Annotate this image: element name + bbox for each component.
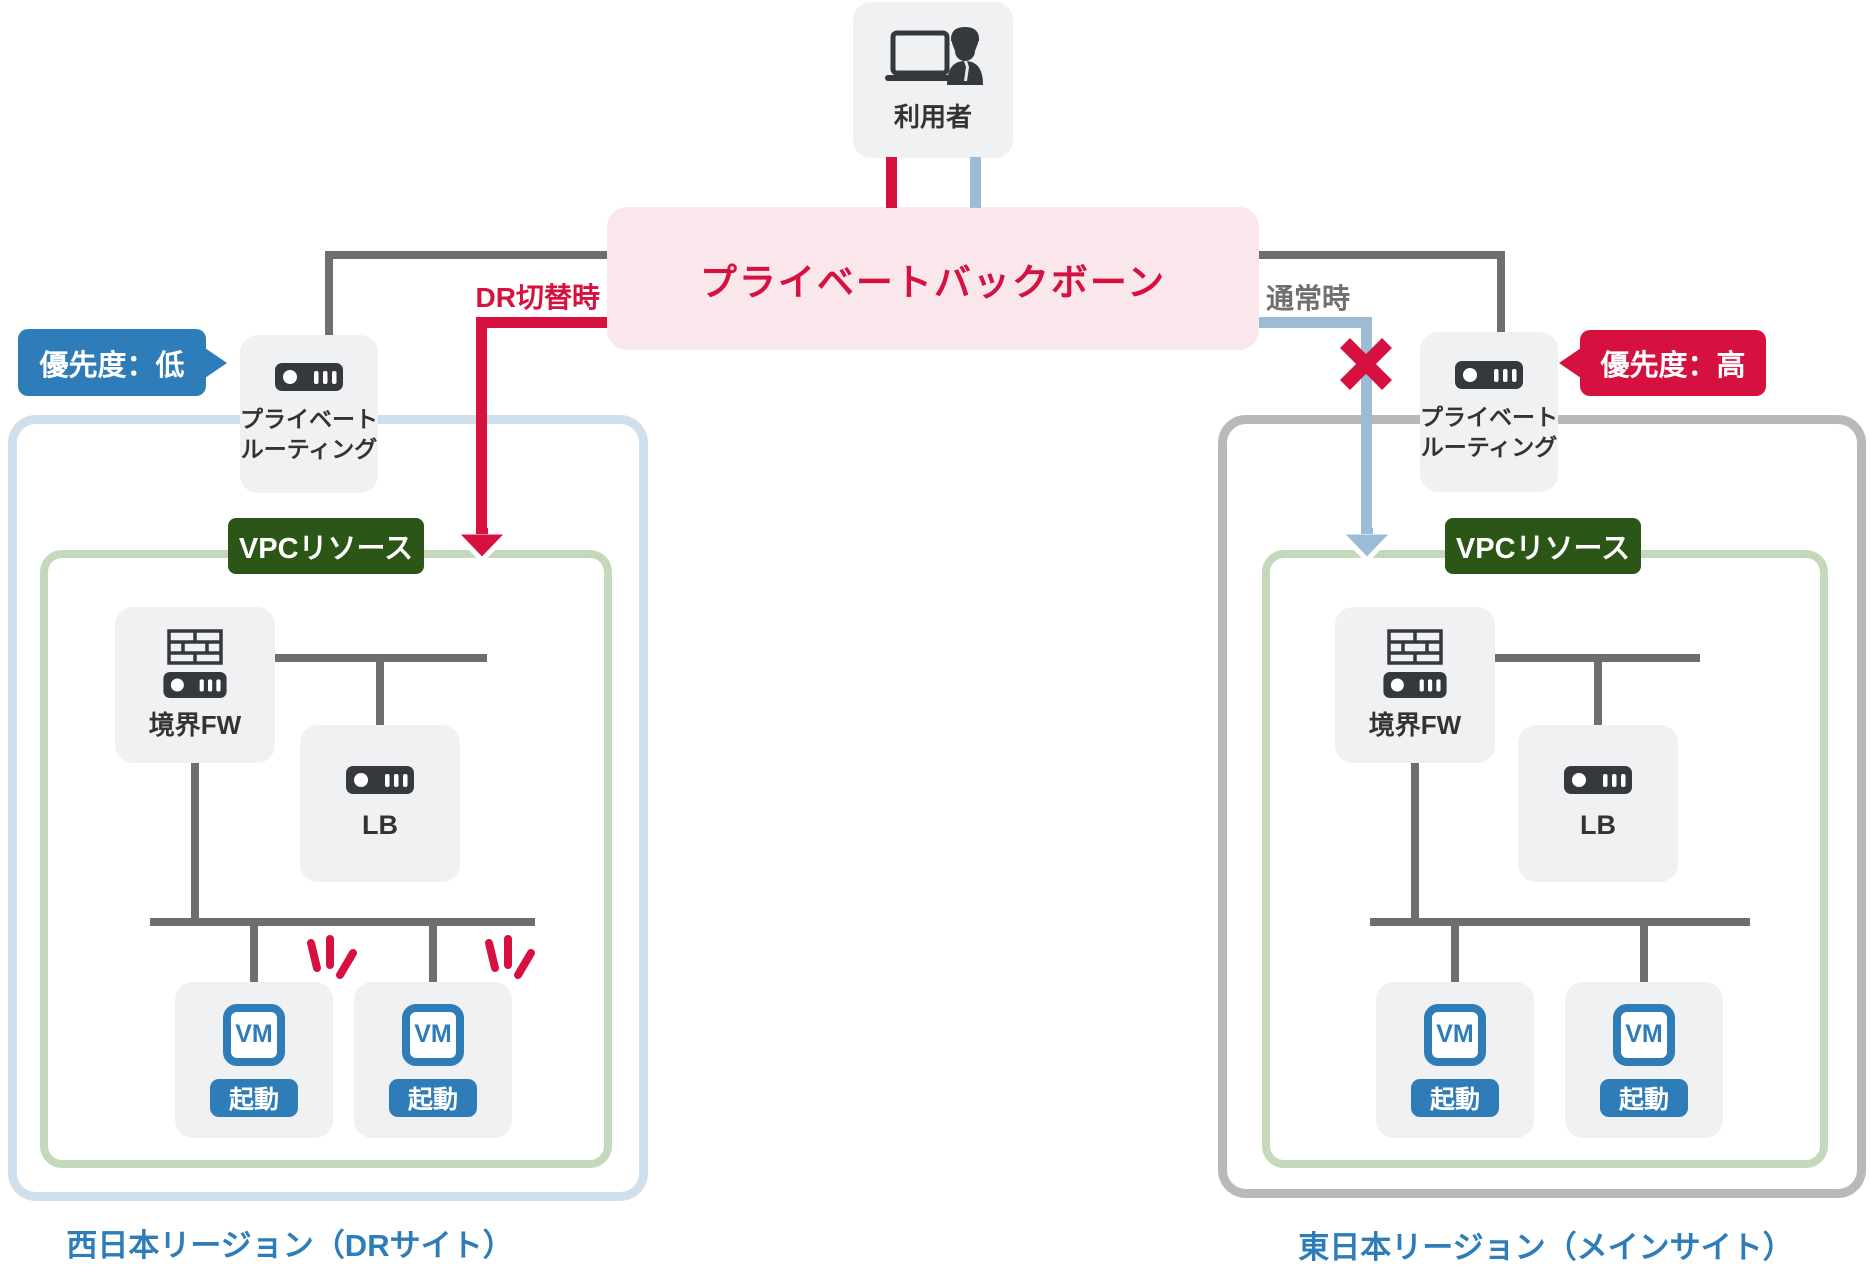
boot-badge-text: 起動 xyxy=(407,1085,458,1114)
west-vpc-label-text: VPCリソース xyxy=(238,533,414,565)
router-icon xyxy=(346,766,414,794)
burst-icon xyxy=(300,934,364,986)
backbone-to-east-router-line-v xyxy=(1497,251,1505,334)
west-vm1-node: VM 起動 xyxy=(175,982,333,1138)
west-vm2-node: VM 起動 xyxy=(354,982,512,1138)
west-router-label-line2: ルーティング xyxy=(240,436,378,462)
vm-icon-text: VM xyxy=(235,1020,273,1048)
west-private-routing-node: プライベート ルーティング xyxy=(240,335,378,493)
priority-badge-low: 優先度：低 xyxy=(18,329,227,396)
west-lb-node: LB xyxy=(300,725,460,882)
east-vm1-boot-badge: 起動 xyxy=(1411,1078,1499,1117)
user-to-backbone-dr-leg xyxy=(886,157,897,208)
west-firewall-label: 境界FW xyxy=(148,709,242,740)
user-to-backbone-normal-leg xyxy=(970,157,981,208)
vm-icon-text: VM xyxy=(414,1020,452,1048)
east-lb-node: LB xyxy=(1518,725,1678,882)
arrow-down-red-icon xyxy=(451,528,513,564)
dr-path-line-h xyxy=(476,317,607,328)
boot-badge-text: 起動 xyxy=(1429,1085,1480,1114)
east-lb-label: LB xyxy=(1580,810,1616,840)
vm-icon: VM xyxy=(402,1003,464,1066)
east-vpc-label: VPCリソース xyxy=(1445,518,1641,574)
east-router-label-line2: ルーティング xyxy=(1420,434,1558,460)
boot-badge-text: 起動 xyxy=(228,1085,279,1114)
west-region-label: 西日本リージョン（DRサイト） xyxy=(66,1228,514,1263)
vm-icon: VM xyxy=(1613,1003,1675,1066)
west-lb-label: LB xyxy=(362,810,398,840)
west-vm2-drop-line xyxy=(429,926,437,982)
east-vm1-drop-line xyxy=(1451,926,1459,982)
backbone-node: プライベートバックボーン xyxy=(607,207,1259,350)
west-lb-drop-line xyxy=(376,658,384,725)
router-icon xyxy=(1564,766,1632,794)
normal-path-line-v xyxy=(1361,317,1372,536)
west-vm1-drop-line xyxy=(250,926,258,982)
east-vm1-node: VM 起動 xyxy=(1376,982,1534,1138)
east-private-routing-node: プライベート ルーティング xyxy=(1420,332,1558,492)
east-fw-drop-line xyxy=(1411,763,1419,922)
east-bus-line xyxy=(1370,918,1750,926)
priority-low-label: 優先度：低 xyxy=(39,349,185,382)
east-lb-drop-line xyxy=(1594,658,1602,725)
east-vm2-drop-line xyxy=(1640,926,1648,982)
boot-badge-text: 起動 xyxy=(1618,1085,1669,1114)
dr-path-label: DR切替時 xyxy=(475,282,600,313)
dr-path-line-v xyxy=(476,317,487,536)
east-router-label-line1: プライベート xyxy=(1420,404,1558,431)
burst-icon xyxy=(478,934,542,986)
west-firewall-node: 境界FW xyxy=(115,607,275,763)
firewall-icon xyxy=(167,628,223,665)
west-vm2-boot-badge: 起動 xyxy=(389,1078,477,1117)
router-icon xyxy=(163,671,227,698)
west-bus-line xyxy=(150,918,535,926)
normal-path-label: 通常時 xyxy=(1266,283,1351,314)
router-icon xyxy=(1455,361,1523,390)
vm-icon-text: VM xyxy=(1436,1020,1474,1048)
user-label: 利用者 xyxy=(893,101,972,132)
backbone-label: プライベートバックボーン xyxy=(699,261,1167,303)
priority-high-label: 優先度：高 xyxy=(1600,350,1746,382)
x-mark-icon xyxy=(1338,336,1394,392)
east-vm2-boot-badge: 起動 xyxy=(1600,1078,1688,1117)
west-router-label-line1: プライベート xyxy=(240,406,378,433)
backbone-to-west-router-line-v xyxy=(325,251,333,337)
router-icon xyxy=(275,363,343,392)
vm-icon: VM xyxy=(223,1003,285,1066)
backbone-to-east-router-line-h xyxy=(1259,251,1505,259)
arrow-down-blue-icon xyxy=(1336,528,1398,564)
east-vpc-label-text: VPCリソース xyxy=(1455,533,1631,565)
east-firewall-label: 境界FW xyxy=(1368,709,1462,740)
east-vm2-node: VM 起動 xyxy=(1565,982,1723,1138)
west-fw-drop-line xyxy=(191,763,199,922)
west-vpc-label: VPCリソース xyxy=(228,518,424,574)
priority-badge-high: 優先度：高 xyxy=(1559,330,1766,396)
router-icon xyxy=(1383,671,1447,698)
east-region-label: 東日本リージョン（メインサイト） xyxy=(1298,1230,1794,1265)
user-node: 利用者 xyxy=(853,2,1013,158)
west-vm1-boot-badge: 起動 xyxy=(210,1078,298,1117)
backbone-to-west-router-line-h xyxy=(325,251,607,259)
laptop-user-icon xyxy=(881,26,985,89)
vm-icon: VM xyxy=(1424,1003,1486,1066)
vm-icon-text: VM xyxy=(1625,1020,1663,1048)
east-firewall-node: 境界FW xyxy=(1335,607,1495,763)
normal-path-line-h xyxy=(1259,317,1366,328)
firewall-icon xyxy=(1387,628,1443,665)
